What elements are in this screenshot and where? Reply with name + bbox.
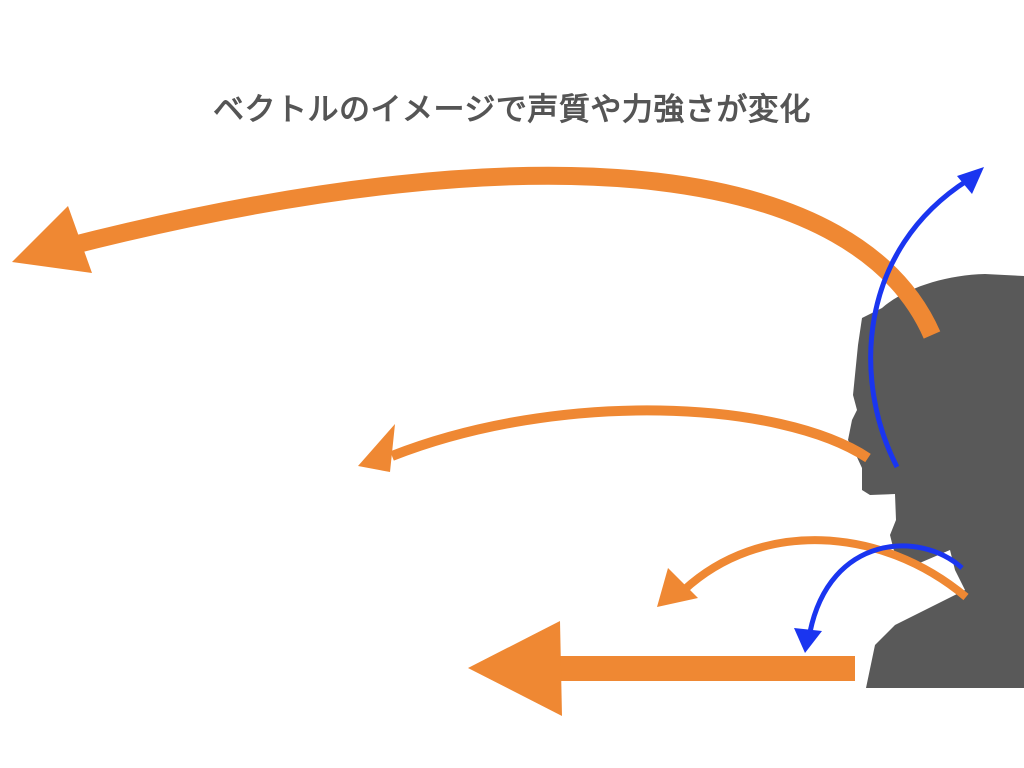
orange-arrow-long-high — [12, 166, 941, 339]
orange-arrow-low-arc — [657, 536, 969, 607]
diagram-title: ベクトルのイメージで声質や力強さが変化 — [213, 92, 811, 128]
blue-arrow-downward — [794, 543, 964, 653]
head-silhouette-icon — [848, 274, 1024, 688]
orange-arrow-middle — [358, 405, 871, 472]
orange-arrow-straight — [468, 621, 855, 716]
blue-arrow-upward — [868, 167, 984, 469]
